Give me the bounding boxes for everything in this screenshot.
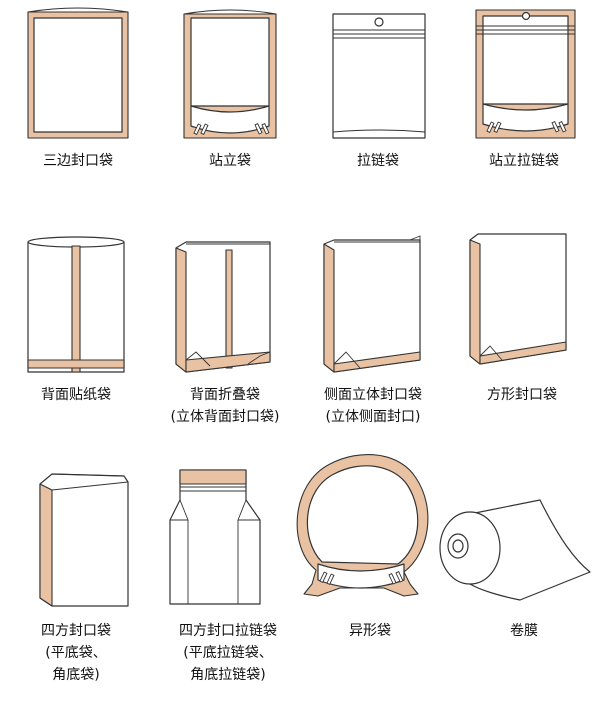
shaped-bag-icon [296, 454, 429, 597]
roll-film-icon [439, 499, 591, 601]
label-zipper-bag: 拉链袋 [357, 153, 399, 169]
label-square-seal-bag: 方形封口袋 [487, 387, 557, 403]
back-seal-bag-icon [27, 236, 125, 373]
label-side-gusset-bag: 侧面立体封口袋 (立体侧面封口) [324, 387, 422, 425]
label-back-fold-bag: 背面折叠袋 (立体背面封口袋) [170, 387, 280, 425]
label-stand-up-zipper-bag: 站立拉链袋 [489, 153, 559, 169]
stand-up-zipper-bag-icon [475, 9, 576, 139]
zipper-bag-icon [332, 13, 426, 139]
side-gusset-bag-icon [323, 235, 421, 373]
label-roll-film: 卷膜 [510, 623, 538, 639]
label-three-side-seal-bag: 三边封口袋 [43, 153, 113, 169]
label-quad-seal-zipper-bag: 四方封口拉链袋 (平底拉链袋、 角底拉链袋) [179, 623, 277, 683]
quad-seal-zipper-bag-icon [169, 469, 261, 605]
back-fold-bag-icon [175, 241, 271, 373]
quad-seal-bag-icon [39, 473, 129, 607]
square-seal-bag-icon [469, 233, 567, 365]
stand-up-bag-icon [183, 9, 277, 139]
label-stand-up-bag: 站立袋 [209, 153, 251, 169]
label-quad-seal-bag: 四方封口袋 (平底袋、 角底袋) [41, 623, 111, 683]
three-side-seal-bag-icon [27, 7, 129, 139]
label-shaped-bag: 异形袋 [349, 623, 391, 639]
label-back-seal-bag: 背面贴纸袋 [41, 387, 111, 403]
